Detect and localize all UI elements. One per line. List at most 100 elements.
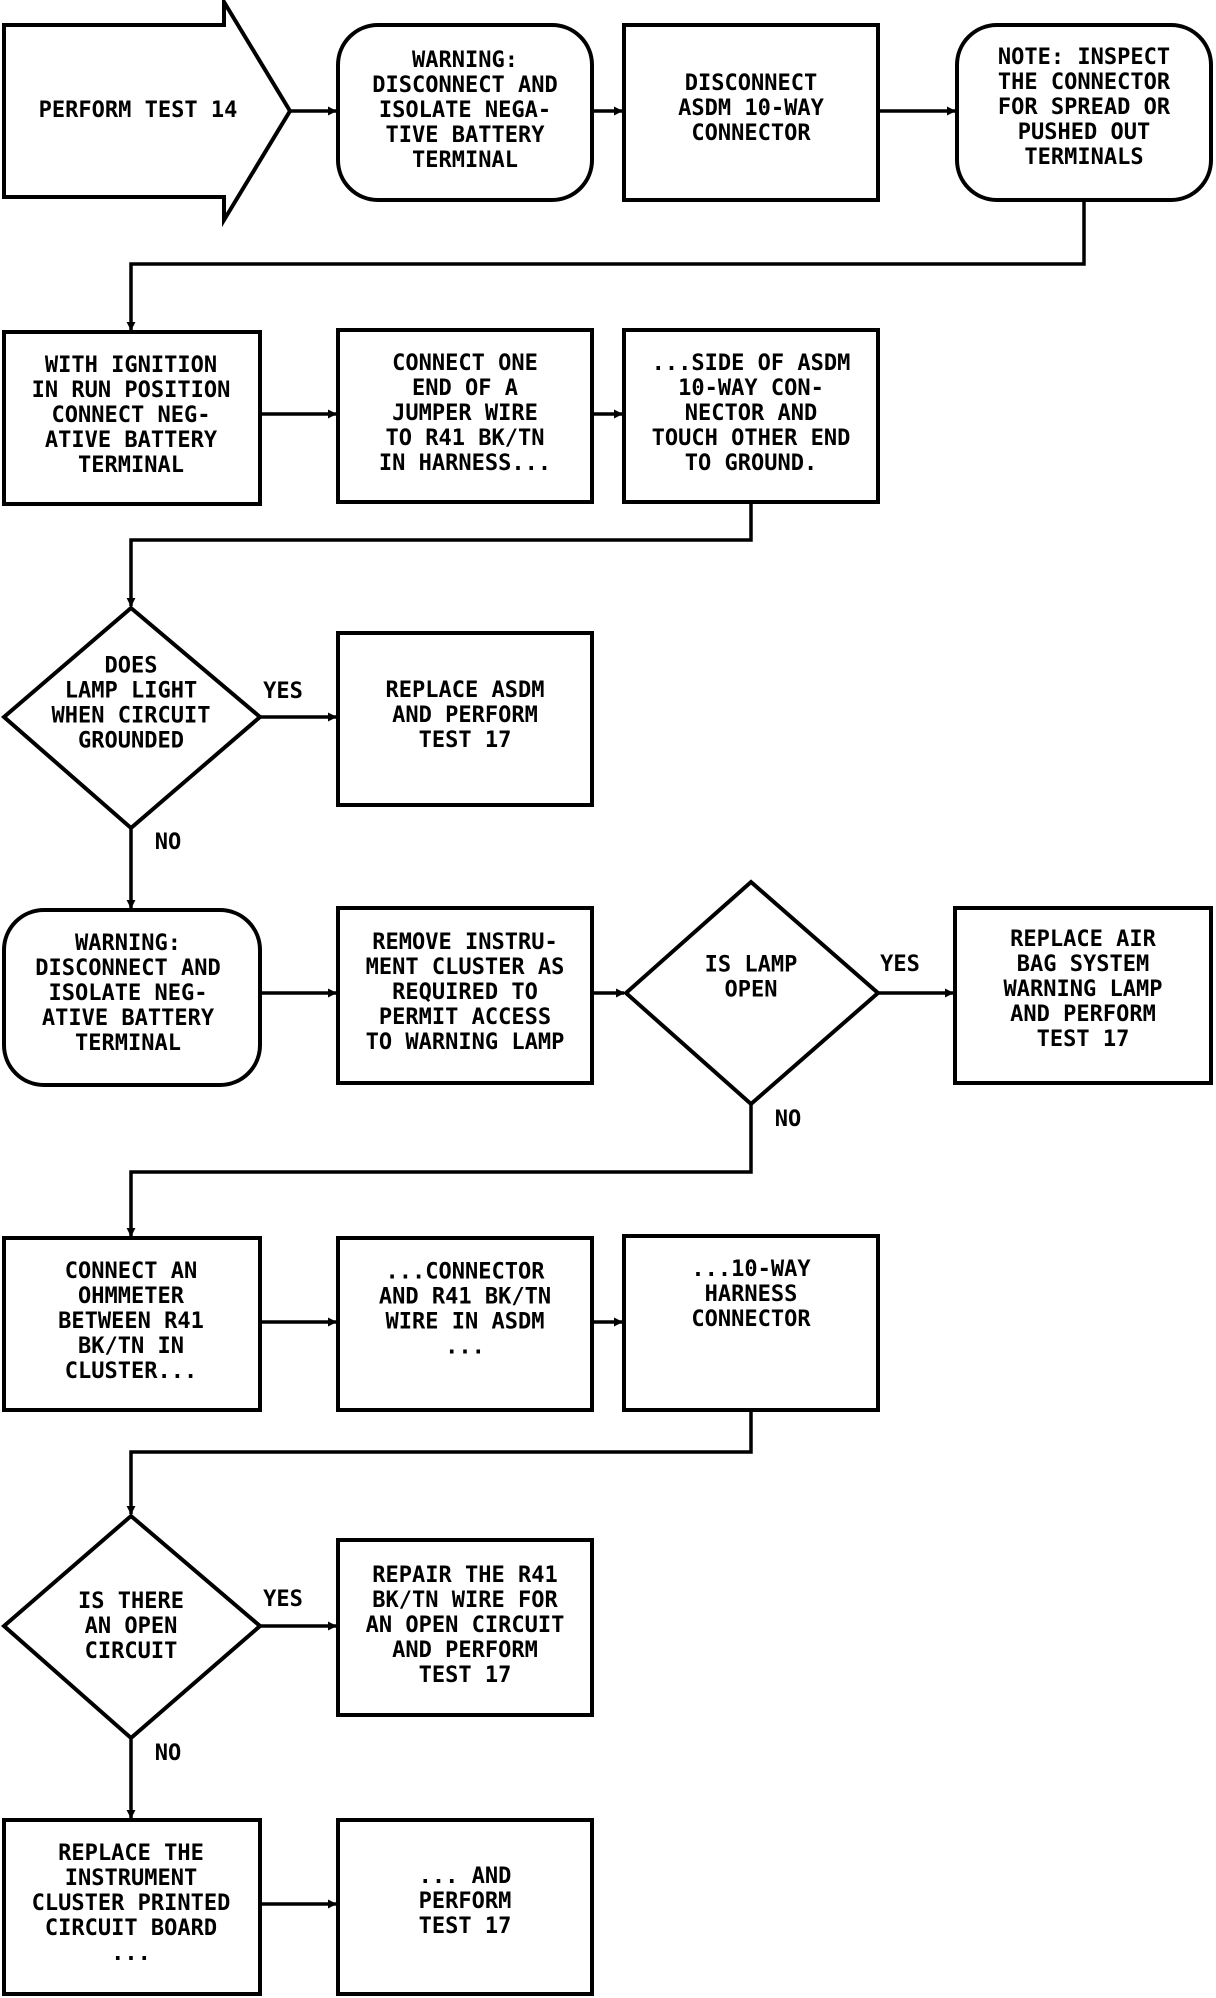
- label-line: PERMIT ACCESS: [379, 1005, 551, 1030]
- label-line: THE CONNECTOR: [998, 70, 1171, 95]
- label-line: ...SIDE OF ASDM: [652, 351, 851, 376]
- harness-shape: [622, 1234, 880, 1412]
- label-line: IN HARNESS...: [379, 451, 551, 476]
- label-line: REMOVE INSTRU-: [372, 930, 557, 955]
- lamp-light-no-label: NO: [155, 830, 182, 855]
- label-line: WITH IGNITION: [45, 353, 217, 378]
- start-text: PERFORM TEST 14: [39, 98, 238, 123]
- label-line: ATIVE BATTERY: [42, 1006, 215, 1031]
- label-line: CONNECT NEG-: [52, 403, 211, 428]
- label-line: ...: [111, 1941, 151, 1966]
- label-line: LAMP LIGHT: [65, 679, 197, 704]
- connectors: [126, 106, 1086, 1909]
- arrow-side-to-lamp-light: [126, 502, 753, 607]
- note-shape: [955, 23, 1213, 202]
- disconnect-shape: [622, 23, 880, 202]
- label-line: END OF A: [412, 376, 518, 401]
- arrow-lamp-open-no: [126, 1104, 753, 1237]
- label-line: TEST 17: [1037, 1027, 1130, 1052]
- label-line: AND PERFORM: [392, 1638, 538, 1663]
- open-circuit-no-label: NO: [155, 1741, 182, 1766]
- label-line: CONNECT ONE: [392, 351, 538, 376]
- label-line: OPEN: [725, 978, 778, 1003]
- label-line: HARNESS: [705, 1282, 798, 1307]
- label-line: REQUIRED TO: [392, 980, 538, 1005]
- label-line: REPLACE AIR: [1010, 927, 1156, 952]
- label-line: AND PERFORM: [1010, 1002, 1156, 1027]
- lamp-light-yes-label: YES: [263, 679, 303, 704]
- replace-lamp-shape: [953, 906, 1213, 1085]
- jumper-shape: [336, 328, 594, 504]
- replace-board-shape: [2, 1818, 262, 1996]
- label-line: FOR SPREAD OR: [998, 95, 1171, 120]
- label-line: PERFORM TEST 14: [39, 98, 238, 123]
- label-line: CONNECTOR: [691, 1307, 811, 1332]
- edge-labels: YES NO YES NO YES NO: [155, 679, 920, 1766]
- label-line: ...CONNECTOR: [386, 1260, 546, 1285]
- label-line: CONNECT AN: [65, 1259, 197, 1284]
- label-line: ISOLATE NEGA-: [379, 98, 551, 123]
- label-line: INSTRUMENT: [65, 1866, 197, 1891]
- label-line: TEST 17: [419, 1663, 512, 1688]
- repair-shape: [336, 1538, 594, 1717]
- label-line: AND R41 BK/TN: [379, 1285, 551, 1310]
- label-line: TO WARNING LAMP: [366, 1030, 565, 1055]
- arrow-note-to-ignition: [126, 200, 1086, 331]
- label-line: ATIVE BATTERY: [45, 428, 218, 453]
- start-arrow-shape: [2, 0, 293, 228]
- label-line: CONNECTOR: [691, 121, 811, 146]
- label-line: ...10-WAY: [691, 1257, 811, 1282]
- label-line: TERMINAL: [412, 148, 518, 173]
- label-line: REPLACE ASDM: [386, 678, 545, 703]
- label-line: CIRCUIT BOARD: [45, 1916, 217, 1941]
- label-line: ASDM 10-WAY: [678, 96, 824, 121]
- label-line: WIRE IN ASDM: [386, 1310, 545, 1335]
- label-line: AN OPEN CIRCUIT: [366, 1613, 565, 1638]
- label-line: TOUCH OTHER END: [652, 426, 851, 451]
- label-line: ISOLATE NEG-: [49, 981, 208, 1006]
- label-line: AND PERFORM: [392, 703, 538, 728]
- label-line: TEST 17: [419, 728, 512, 753]
- lamp-light-diamond: [0, 605, 264, 831]
- label-line: TEST 17: [419, 1914, 512, 1939]
- label-line: GROUNDED: [78, 729, 184, 754]
- label-line: NOTE: INSPECT: [998, 45, 1170, 70]
- label-line: TO R41 BK/TN: [386, 426, 545, 451]
- label-line: WARNING:: [412, 48, 518, 73]
- label-line: TIVE BATTERY: [386, 123, 546, 148]
- remove-cluster-shape: [336, 906, 594, 1085]
- label-line: ... AND: [419, 1864, 512, 1889]
- label-line: BK/TN IN: [78, 1334, 184, 1359]
- label-line: NECTOR AND: [685, 401, 817, 426]
- label-line: MENT CLUSTER AS: [366, 955, 565, 980]
- label-line: DOES: [105, 654, 158, 679]
- label-line: IS THERE: [78, 1589, 184, 1614]
- label-line: WHEN CIRCUIT: [52, 704, 211, 729]
- label-line: IN RUN POSITION: [32, 378, 231, 403]
- label-line: TERMINAL: [75, 1031, 181, 1056]
- label-line: PERFORM: [419, 1889, 512, 1914]
- label-line: CLUSTER...: [65, 1359, 197, 1384]
- ohmmeter-shape: [2, 1236, 262, 1412]
- label-line: TO GROUND.: [685, 451, 817, 476]
- ignition-shape: [2, 330, 262, 506]
- arrow-harness-to-open-circuit: [126, 1410, 753, 1515]
- label-line: IS LAMP: [705, 953, 798, 978]
- label-line: BAG SYSTEM: [1017, 952, 1149, 977]
- replace-asdm-shape: [336, 631, 594, 807]
- label-line: 10-WAY CON-: [678, 376, 824, 401]
